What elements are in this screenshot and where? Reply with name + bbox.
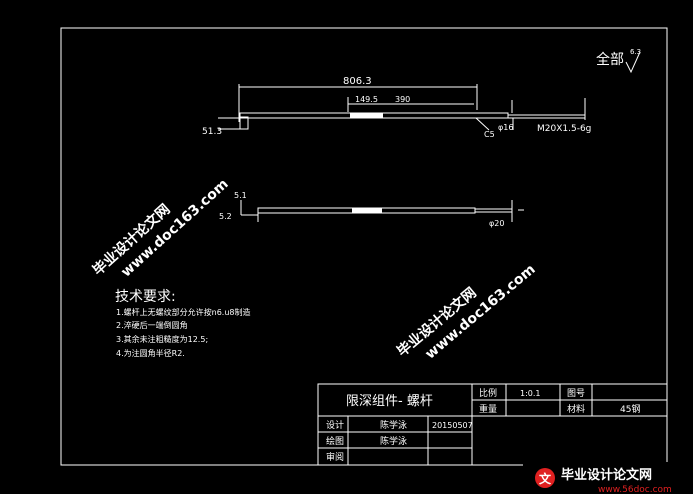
scale-value: 1:0.1	[520, 389, 541, 398]
material-value: 45钢	[620, 403, 640, 415]
watermark-left: 毕业设计论文网 www.doc163.com	[89, 176, 231, 280]
dim-seg-a: 149.5	[355, 95, 378, 104]
surface-finish-value: 6.3	[630, 48, 641, 56]
design-date: 20150507	[432, 421, 473, 430]
weight-label: 重量	[479, 403, 497, 415]
surface-finish-label: 全部	[596, 51, 624, 68]
scale-label: 比例	[479, 387, 497, 399]
dim-overall-length: 806.3	[343, 76, 372, 87]
dim-view2-diameter: φ20	[489, 219, 504, 228]
technical-requirements: 技术要求: 1.螺杆上无螺纹部分允许按n6.u8制造 2.淬硬后一端倒圆角 3.…	[115, 289, 251, 358]
material-label: 材料	[567, 403, 585, 415]
svg-text:文: 文	[539, 471, 552, 486]
dim-view2-a: 5.1	[234, 191, 247, 200]
tech-req-item: 2.淬硬后一端倒圆角	[116, 320, 188, 330]
watermark-right: 毕业设计论文网 www.doc163.com	[394, 261, 539, 362]
dim-chamfer: C5	[484, 130, 495, 139]
footer-cn: 毕业设计论文网	[561, 467, 652, 483]
footer-logo: 文 毕业设计论文网 www.56doc.com	[523, 462, 693, 494]
threaded-section-mark	[350, 113, 383, 118]
view-main-rod	[218, 84, 586, 131]
tech-req-item: 1.螺杆上无螺纹部分允许按n6.u8制造	[116, 307, 251, 317]
dim-left-height: 51.3	[202, 127, 222, 137]
part-name: 限深组件- 螺杆	[346, 394, 433, 409]
design-label: 设计	[326, 419, 344, 431]
dim-seg-b: 390	[395, 95, 410, 104]
design-name: 陈学泳	[380, 419, 407, 431]
dim-thread: M20X1.5-6g	[537, 124, 591, 134]
draw-name: 陈学泳	[380, 435, 407, 447]
surface-finish-note: 全部 6.3	[596, 48, 641, 74]
tech-req-item: 4.为注圆角半径R2.	[116, 348, 185, 358]
dim-diameter-small: φ16	[498, 123, 513, 132]
roughness-symbol-icon	[625, 51, 641, 74]
tech-req-title: 技术要求:	[115, 289, 176, 305]
title-block	[317, 383, 668, 466]
drawing-no-label: 图号	[567, 388, 585, 399]
brand-logo-icon	[535, 468, 555, 488]
tech-req-item: 3.其余未注粗糙度为12.5;	[116, 334, 208, 344]
view-side-rod	[240, 200, 524, 222]
footer-url: www.56doc.com	[598, 485, 672, 494]
review-label: 审阅	[326, 451, 344, 463]
dim-view2-b: 5.2	[219, 212, 232, 221]
side-threaded-mark	[352, 208, 382, 213]
draw-label: 绘图	[326, 435, 344, 447]
